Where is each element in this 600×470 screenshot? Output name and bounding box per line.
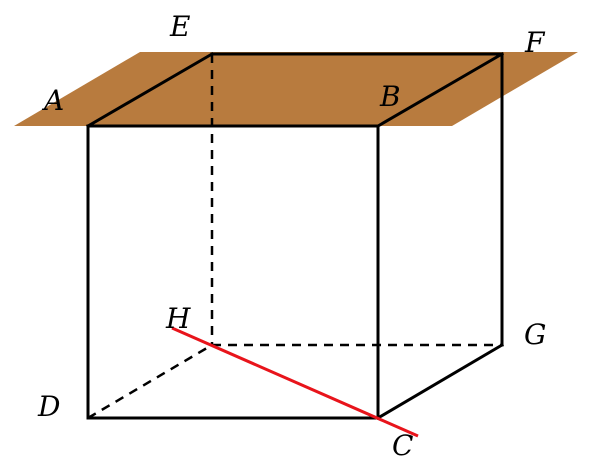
plane-through-top-face xyxy=(14,52,578,126)
label-g: G xyxy=(524,318,546,351)
edge-d-h-hidden xyxy=(87,343,213,420)
edge-a-e xyxy=(85,51,215,129)
label-b: B xyxy=(379,80,401,113)
line-h-c xyxy=(171,326,419,438)
label-d: D xyxy=(37,390,60,423)
edge-b-f xyxy=(375,51,505,129)
label-c: C xyxy=(392,429,413,462)
label-a: A xyxy=(41,84,64,117)
label-h: H xyxy=(165,302,191,335)
label-f: F xyxy=(524,26,546,59)
label-e: E xyxy=(169,10,190,43)
edge-c-g xyxy=(375,342,505,421)
